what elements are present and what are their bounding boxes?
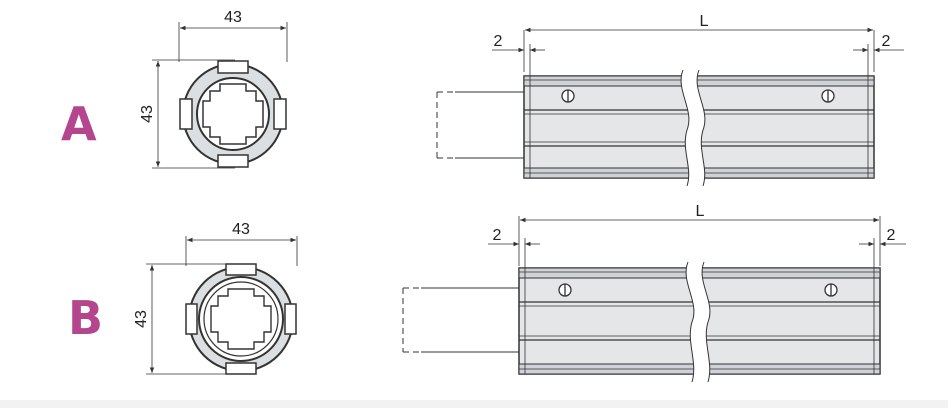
side-b-length-label: L	[696, 203, 705, 220]
side-b-break	[685, 261, 711, 383]
section-a-height-label: 43	[139, 105, 156, 123]
side-a-length-label: L	[700, 13, 709, 30]
section-b-width-label: 43	[232, 221, 250, 238]
side-view-b: L 2 2	[402, 203, 906, 383]
side-a-hole-left	[561, 89, 575, 103]
side-a-break	[680, 69, 706, 187]
variant-a: A 43 43	[61, 9, 904, 187]
side-a-offset-left-label: 2	[494, 33, 503, 50]
section-b-height-label: 43	[133, 310, 150, 328]
section-a-width-label: 43	[224, 9, 242, 26]
variant-label-b: B	[68, 291, 103, 345]
side-b-offset-right-label: 2	[887, 227, 896, 244]
side-a-hole-right	[821, 89, 835, 103]
side-b-hole-left	[558, 283, 572, 297]
section-a-profile	[179, 60, 287, 168]
bottom-strip	[0, 400, 948, 408]
variant-label-a: A	[61, 97, 97, 151]
variant-b: B 43 43	[68, 203, 906, 383]
side-b-mating-outline	[402, 287, 519, 353]
cross-section-a: 43 43	[139, 9, 288, 169]
side-a-offset-right-label: 2	[882, 33, 891, 50]
side-view-a: L 2 2	[436, 13, 904, 187]
side-b-hole-right	[824, 283, 838, 297]
cross-section-b: 43 43	[133, 221, 298, 375]
side-b-offset-left-label: 2	[493, 227, 502, 244]
side-a-mating-outline	[436, 91, 524, 159]
section-b-profile	[185, 263, 297, 375]
